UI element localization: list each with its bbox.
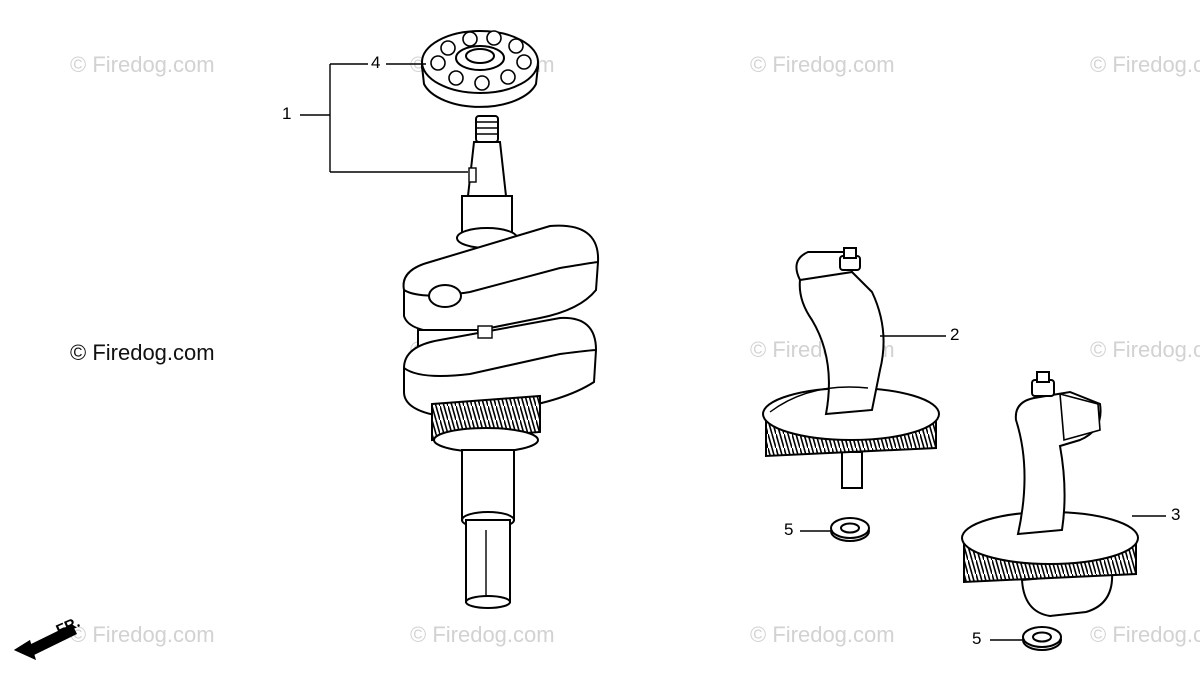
crankshaft bbox=[402, 115, 600, 609]
watermark: © Firedog.com bbox=[750, 52, 895, 77]
watermark: © Firedog.com bbox=[70, 52, 215, 77]
watermark-main: © Firedog.com bbox=[70, 340, 215, 365]
balancer-weight-2 bbox=[762, 247, 940, 489]
watermark: © Firedog.com bbox=[1090, 337, 1200, 362]
callout-5: 5 bbox=[784, 520, 794, 539]
ball-bearing bbox=[421, 30, 539, 108]
callout-1: 1 bbox=[282, 104, 292, 123]
watermark: © Firedog.com bbox=[1090, 622, 1200, 647]
washer-upper bbox=[830, 517, 870, 542]
callout-5: 5 bbox=[972, 629, 982, 648]
watermark: © Firedog.com bbox=[750, 622, 895, 647]
callout-2: 2 bbox=[950, 325, 960, 344]
front-direction-arrow-icon bbox=[14, 624, 77, 660]
callout-4: 4 bbox=[371, 53, 381, 72]
watermark: © Firedog.com bbox=[70, 622, 215, 647]
washer-lower bbox=[1022, 626, 1062, 651]
callout-3: 3 bbox=[1171, 505, 1181, 524]
watermark: © Firedog.com bbox=[410, 622, 555, 647]
leader-lines bbox=[300, 63, 1166, 641]
balancer-weight-3 bbox=[961, 371, 1139, 618]
watermark: © Firedog.com bbox=[1090, 52, 1200, 77]
